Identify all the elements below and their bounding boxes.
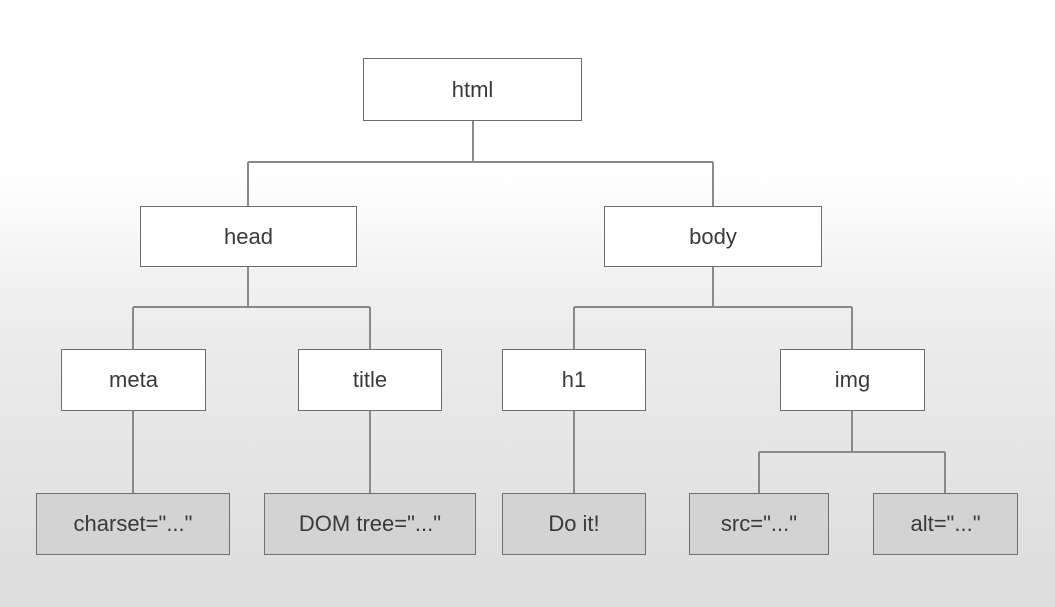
node-html: html (363, 58, 582, 121)
node-meta: meta (61, 349, 206, 411)
node-dom-tree: DOM tree="..." (264, 493, 476, 555)
node-body: body (604, 206, 822, 267)
node-title: title (298, 349, 442, 411)
node-img: img (780, 349, 925, 411)
node-alt: alt="..." (873, 493, 1018, 555)
node-h1: h1 (502, 349, 646, 411)
node-src: src="..." (689, 493, 829, 555)
node-charset: charset="..." (36, 493, 230, 555)
node-head: head (140, 206, 357, 267)
node-do-it: Do it! (502, 493, 646, 555)
